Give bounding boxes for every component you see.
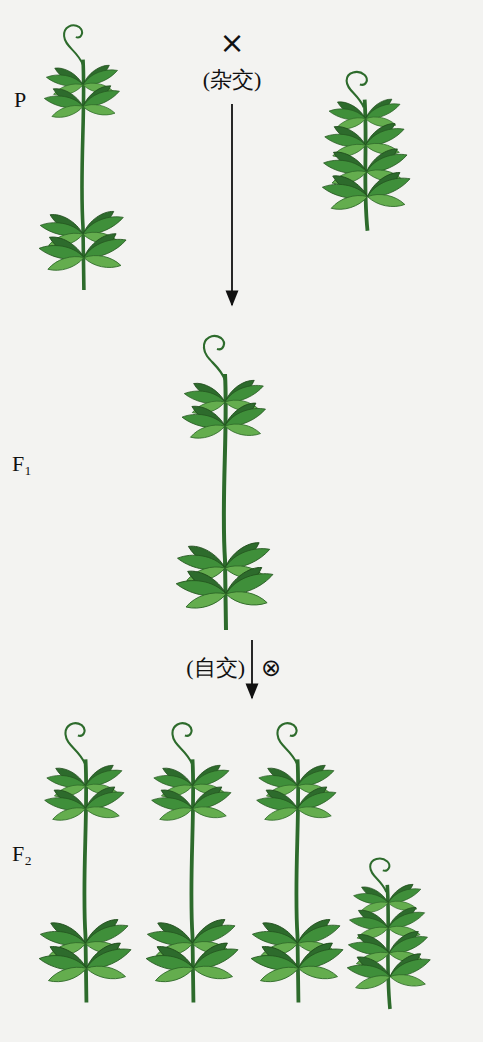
generation-label: F₂ xyxy=(12,842,32,866)
cross-symbol: × xyxy=(219,26,244,59)
generation-label: F₁ xyxy=(12,452,32,476)
tall-pea-plant xyxy=(251,723,344,1002)
tall-pea-plant xyxy=(146,723,239,1002)
selfing-arrow xyxy=(251,640,253,698)
tall-pea-plant xyxy=(176,336,274,630)
tall-pea-plant xyxy=(39,25,127,290)
tall-pea-plant xyxy=(39,723,132,1002)
short-pea-plant xyxy=(322,72,411,231)
selfing-symbol: ⊗ xyxy=(261,655,281,681)
short-pea-plant xyxy=(347,859,431,1009)
cross-arrow xyxy=(231,104,233,305)
generation-label: P xyxy=(14,88,26,112)
process-label: (自交) xyxy=(186,656,245,680)
process-label: (杂交) xyxy=(203,68,262,92)
